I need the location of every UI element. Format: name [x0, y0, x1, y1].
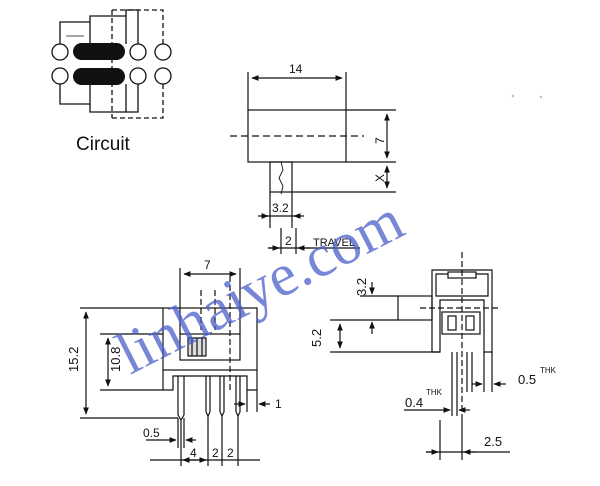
- front-width-dim: 7: [204, 258, 211, 272]
- top-width-dim: 14: [289, 62, 303, 76]
- speck: [511, 94, 515, 98]
- contact-circle: [51, 67, 69, 85]
- side-actuator-dim: 3.2: [354, 278, 369, 296]
- side-height-dim: 5.2: [309, 329, 324, 347]
- actuator-outline: [269, 161, 293, 193]
- pin-pitch-c: 2: [227, 446, 234, 460]
- speck: [539, 95, 543, 99]
- side-thk-a-sup: THK: [426, 388, 443, 397]
- top-view: [230, 72, 396, 254]
- actuator-width-dim: 3.2: [272, 201, 289, 215]
- top-x-dim: X: [373, 174, 387, 182]
- front-body-height-dim: 10.8: [108, 347, 123, 372]
- contact-circle: [129, 67, 147, 85]
- top-height-dim: 7: [373, 137, 387, 144]
- side-dim: 1: [275, 397, 282, 411]
- side-pitch-dim: 2.5: [484, 434, 502, 449]
- travel-label: TRAVEL: [313, 237, 355, 249]
- contact-circle: [154, 43, 172, 61]
- side-view: [330, 252, 510, 460]
- side-thk-b: 0.5: [518, 372, 536, 387]
- pin-width-dim: 0.5: [143, 426, 160, 440]
- pin-pitch-b: 2: [212, 446, 219, 460]
- front-body-outline: [162, 307, 258, 371]
- contact-circle: [154, 67, 172, 85]
- contact-circle: [129, 43, 147, 61]
- side-thk-b-sup: THK: [540, 366, 557, 375]
- pin-pitch-a: 4: [190, 446, 197, 460]
- front-height-dim: 15.2: [66, 347, 81, 372]
- side-thk-a: 0.4: [405, 395, 423, 410]
- slider-contact-bar: [73, 43, 125, 60]
- side-actuator: [397, 295, 433, 321]
- travel-dim: 2: [285, 234, 292, 248]
- circuit-label: Circuit: [76, 134, 131, 155]
- front-view: [80, 268, 270, 466]
- contact-circle: [51, 43, 69, 61]
- slider-contact-bar: [73, 68, 125, 85]
- circuit-diagram: [51, 9, 172, 119]
